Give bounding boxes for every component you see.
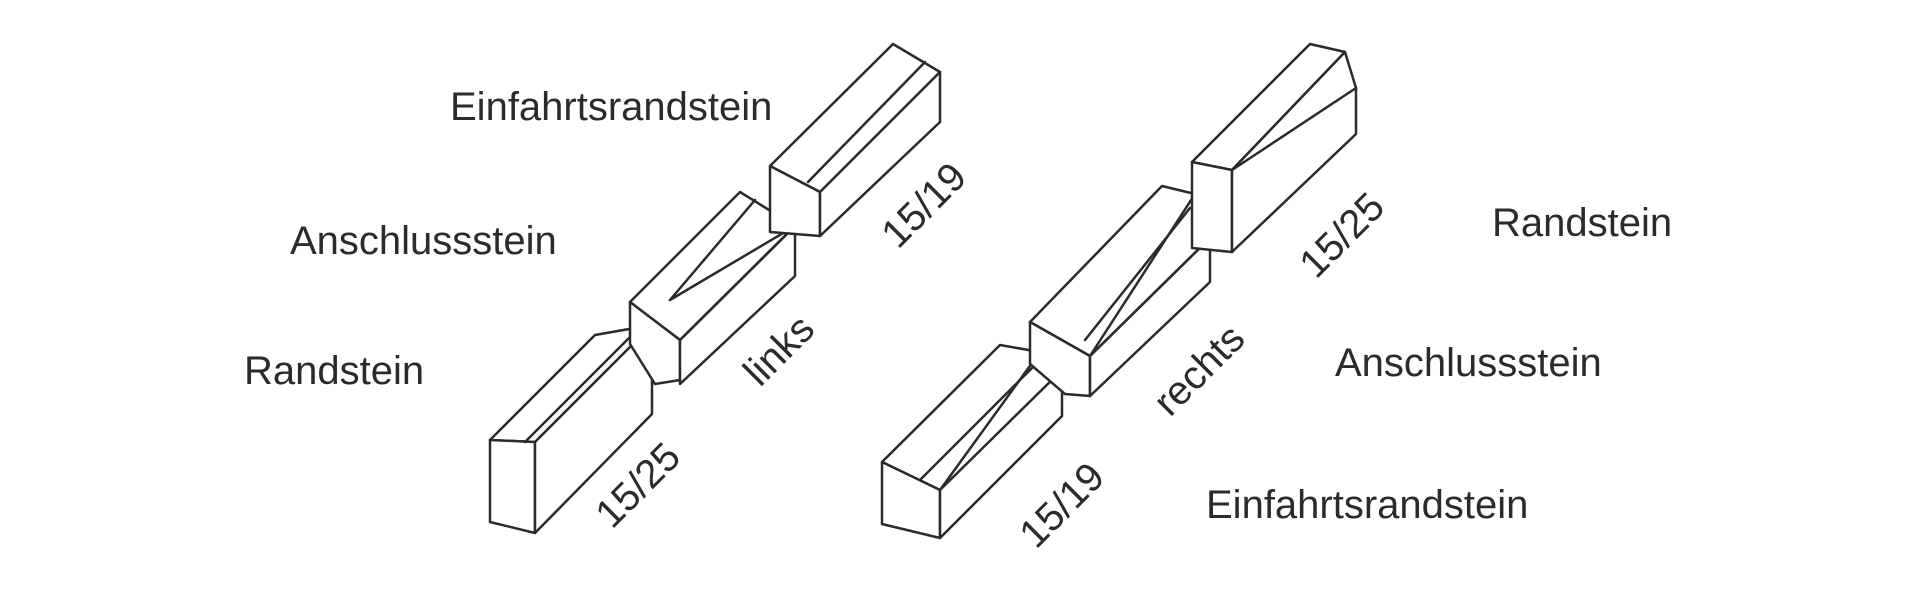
left-anschlussstein-block (628, 190, 797, 386)
right-middle-label: Anschlussstein (1335, 341, 1602, 385)
right-randstein-block (1190, 42, 1358, 254)
right-top-dim-label: 15/25 (1291, 184, 1393, 286)
left-bottom-label: Randstein (244, 349, 424, 393)
left-top-label: Einfahrtsrandstein (450, 85, 772, 129)
right-top-label: Randstein (1492, 201, 1672, 245)
left-middle-label: Anschlussstein (290, 219, 557, 263)
right-bottom-label: Einfahrtsrandstein (1206, 483, 1528, 527)
left-randstein-block (488, 323, 654, 535)
right-side-label: rechts (1145, 316, 1253, 424)
right-einfahrtsrandstein-block (880, 343, 1064, 540)
right-bottom-dim-label: 15/19 (1011, 454, 1113, 556)
left-einfahrtsrandstein-block (768, 42, 942, 238)
